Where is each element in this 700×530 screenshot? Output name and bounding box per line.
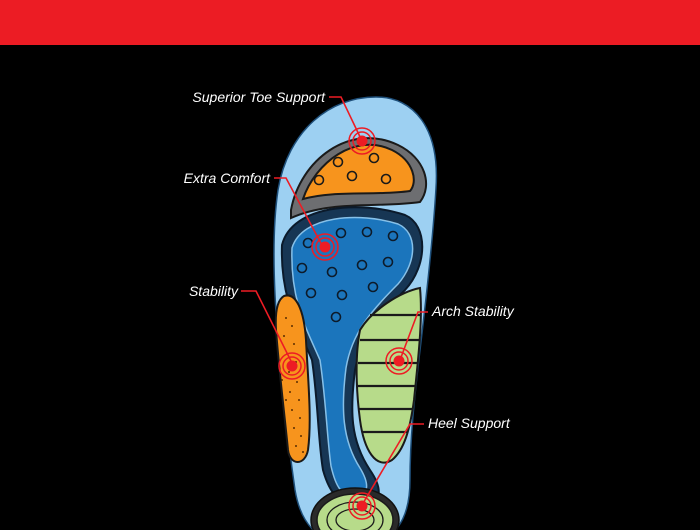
forefoot-pad xyxy=(280,206,424,507)
marker-heel xyxy=(348,492,376,520)
label-heel-support: Heel Support xyxy=(428,415,511,431)
label-extra-comfort: Extra Comfort xyxy=(184,170,271,186)
label-stability: Stability xyxy=(189,283,239,299)
marker-toe xyxy=(348,127,376,155)
label-toe-support: Superior Toe Support xyxy=(192,89,326,105)
toe-pad xyxy=(290,137,428,220)
top-banner xyxy=(0,0,700,45)
leader-lines xyxy=(241,96,428,506)
label-arch-stability: Arch Stability xyxy=(431,303,515,319)
marker-comfort xyxy=(311,233,339,261)
marker-arch xyxy=(385,347,413,375)
marker-stability xyxy=(278,352,306,380)
